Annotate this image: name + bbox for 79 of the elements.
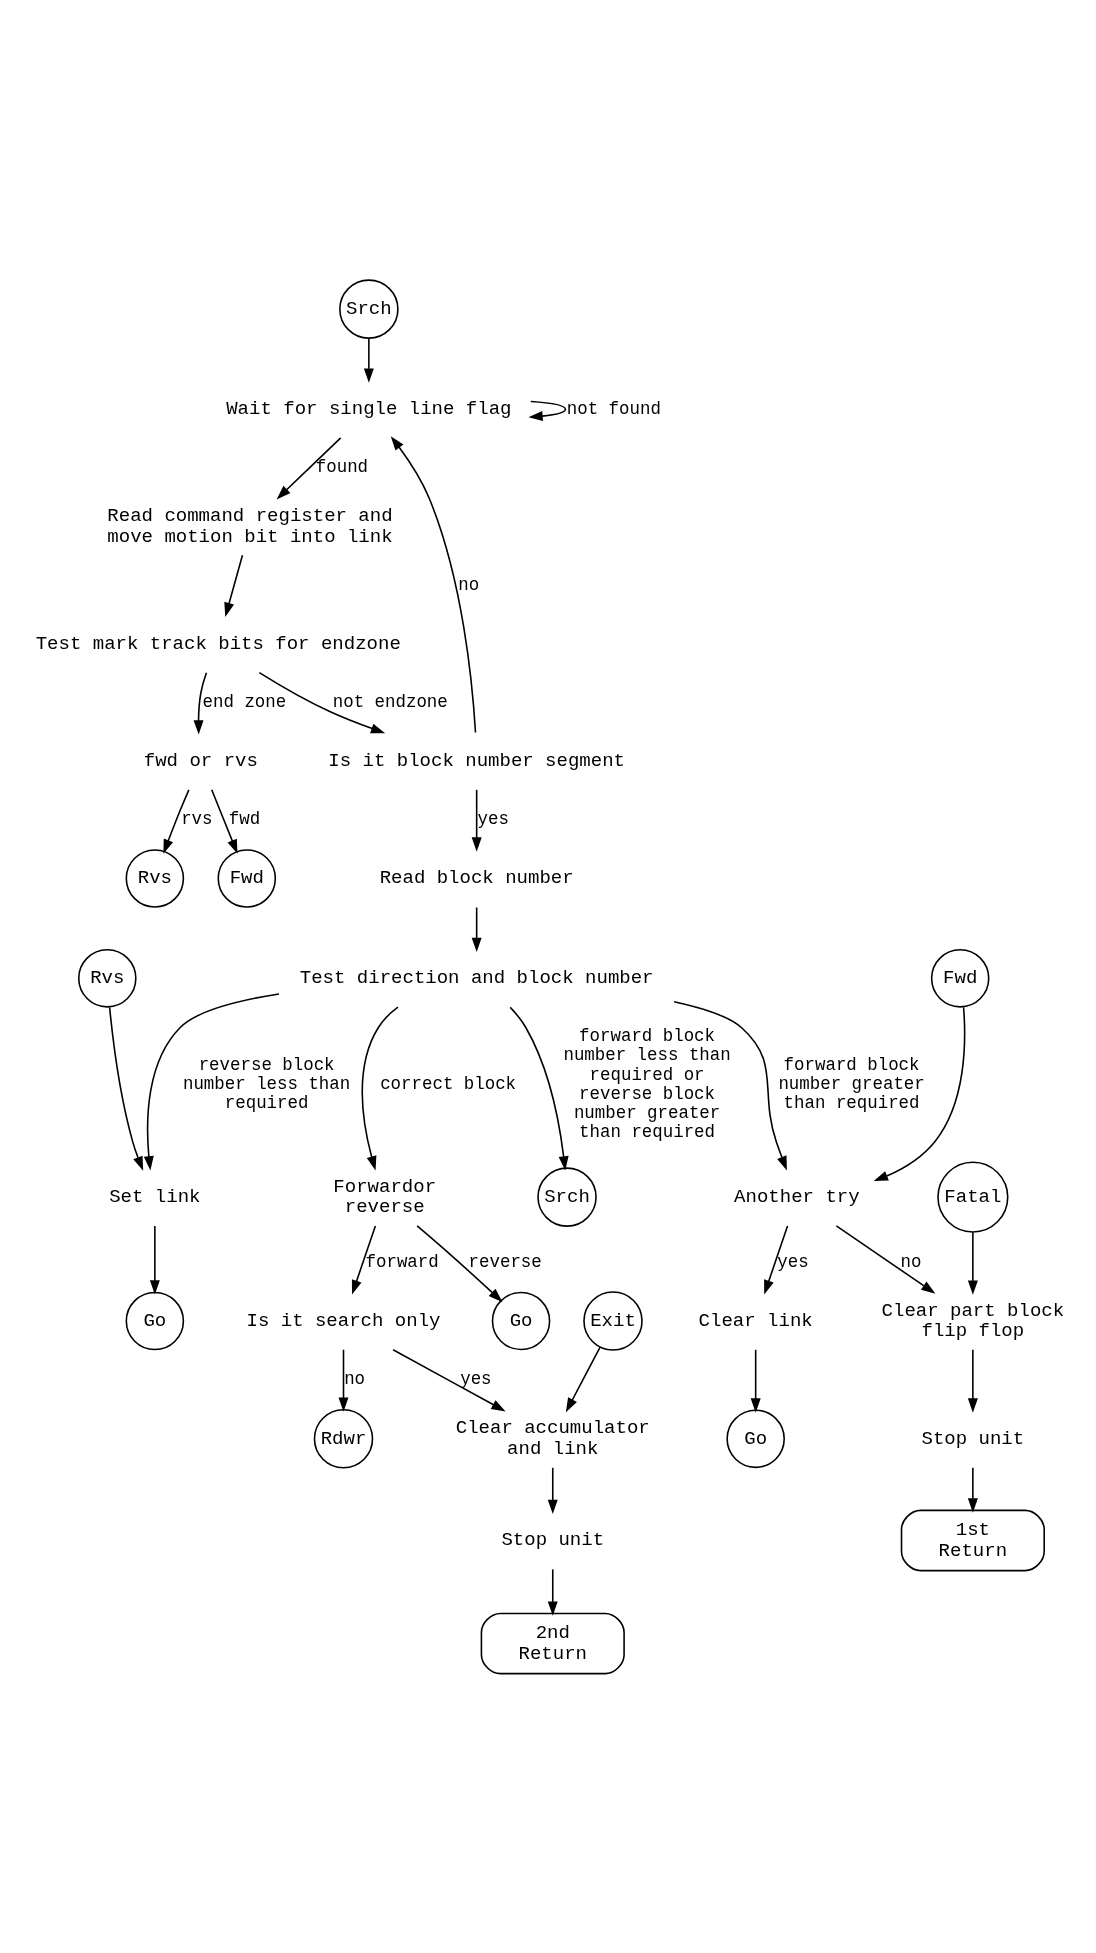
node-circle: Exit	[583, 1290, 643, 1351]
arrow	[392, 1348, 506, 1411]
node-text: Read command register and move motion bit into link	[107, 504, 393, 548]
edge-label: forward block number greater than required	[778, 1054, 925, 1113]
node-circle: Go	[125, 1291, 185, 1350]
node-circle: Go	[726, 1408, 785, 1468]
edge-label: yes	[460, 1368, 492, 1389]
node-text: Set link	[109, 1185, 201, 1208]
arrow	[363, 336, 374, 383]
arrow	[565, 1345, 601, 1412]
node-circle: Fwd	[217, 848, 277, 908]
arrow	[547, 1568, 558, 1616]
arrow	[547, 1466, 558, 1514]
edge-label: reverse block number less than required	[182, 1054, 351, 1113]
arrow	[416, 1224, 503, 1302]
node-box: 1st Return	[900, 1509, 1045, 1571]
arrow	[390, 435, 477, 733]
arrow	[528, 400, 567, 421]
arrow	[750, 1348, 761, 1413]
arrow	[967, 1466, 978, 1513]
arrow	[143, 992, 280, 1170]
arrow	[673, 1000, 787, 1170]
node-circle: Srch	[339, 278, 399, 339]
node-circle: Rvs	[77, 948, 137, 1008]
arrow	[351, 1224, 377, 1294]
arrow	[471, 906, 482, 952]
edge-label: forward block number less than required or reverse block number greater than required	[563, 1025, 731, 1142]
node-text: Clear accumulator and link	[455, 1416, 650, 1460]
arrow	[338, 1348, 349, 1412]
node-box: 2nd Return	[480, 1612, 625, 1674]
edge-label: rvs	[181, 808, 213, 829]
arrow	[163, 788, 190, 854]
node-text: Stop unit	[501, 1528, 605, 1551]
node-circle: Fatal	[937, 1160, 1009, 1233]
edge-label: no	[458, 574, 480, 595]
node-circle: Srch	[537, 1166, 597, 1227]
edge-label: no	[900, 1251, 922, 1272]
node-text: Another try	[734, 1185, 860, 1208]
edge-label: not endzone	[332, 691, 448, 712]
edge-label: forward	[365, 1251, 439, 1272]
node-text: Clear part block flip flop	[881, 1299, 1065, 1342]
edge-label: yes	[477, 808, 509, 829]
arrow	[224, 553, 244, 617]
node-text: Stop unit	[921, 1427, 1025, 1450]
node-text: Wait for single line flag	[226, 397, 512, 420]
node-text: Is it search only	[246, 1309, 441, 1332]
arrow	[108, 1005, 144, 1171]
node-text: Read block number	[379, 866, 574, 889]
arrow	[509, 1006, 569, 1171]
node-circle: Fwd	[930, 948, 990, 1008]
node-text: Is it block number segment	[328, 749, 626, 772]
node-text: fwd or rvs	[143, 749, 258, 772]
edge-label: found	[315, 456, 369, 477]
node-text: Forwardor reverse	[333, 1175, 437, 1218]
node-circle: Rvs	[125, 848, 185, 908]
node-circle: Rdwr	[313, 1408, 374, 1469]
edge-label: end zone	[202, 691, 287, 712]
arrow	[967, 1348, 978, 1413]
arrow	[258, 671, 386, 733]
node-text: Test direction and block number	[299, 966, 654, 989]
arrow	[873, 1005, 966, 1181]
arrow	[276, 436, 342, 499]
node-text: Clear link	[698, 1309, 813, 1332]
arrow	[764, 1224, 789, 1294]
node-circle: Go	[491, 1291, 551, 1350]
edge-label: fwd	[228, 808, 261, 829]
edge-label: no	[344, 1368, 366, 1389]
edge-label: correct block	[380, 1073, 517, 1094]
arrow	[193, 671, 208, 735]
edge-label: not found	[566, 398, 661, 419]
arrow	[835, 1224, 936, 1294]
arrow	[210, 788, 238, 854]
edge-label: yes	[777, 1251, 809, 1272]
edge-label: reverse	[468, 1251, 542, 1272]
arrow	[361, 1005, 399, 1170]
arrow	[149, 1224, 160, 1295]
arrow	[967, 1231, 978, 1295]
node-text: Test mark track bits for endzone	[35, 632, 401, 655]
arrow	[471, 788, 482, 852]
